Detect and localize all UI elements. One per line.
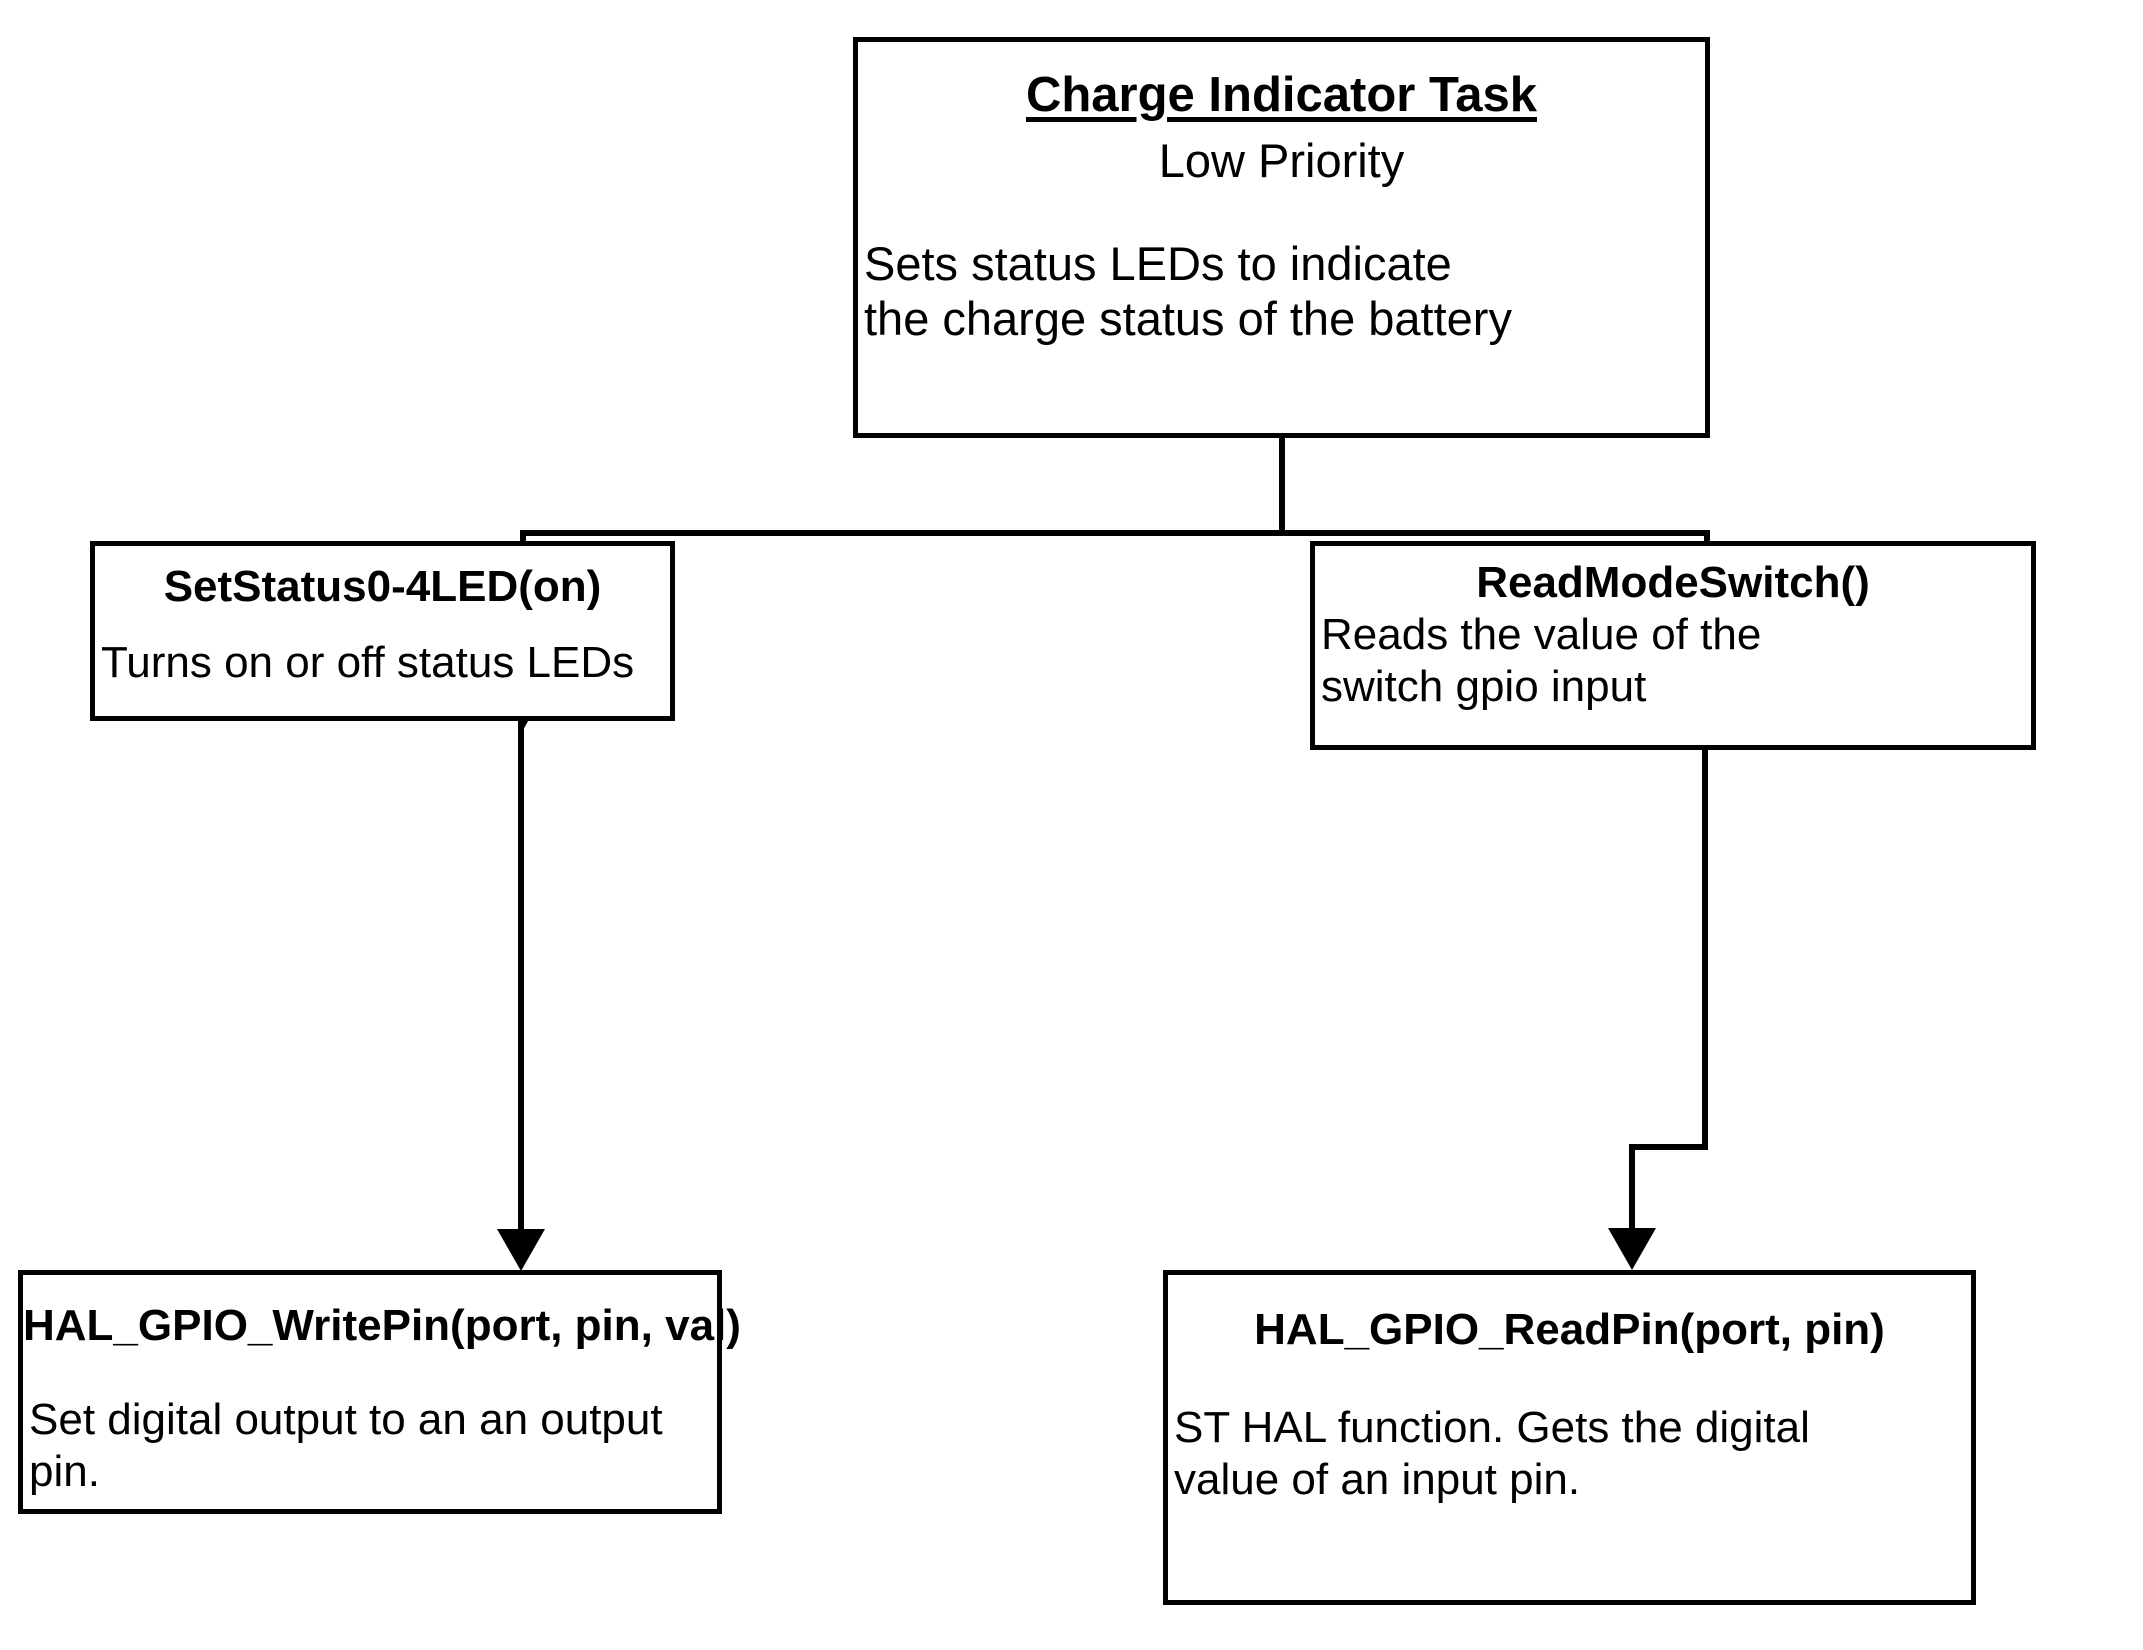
node-set-status-led-title: SetStatus0-4LED(on): [163, 562, 602, 611]
edge-readswitch-to-readpin-segment1: [1702, 750, 1708, 1150]
edge-setled-to-writepin: [518, 721, 524, 1233]
node-charge-indicator-task-subtitle: Low Priority: [1158, 133, 1405, 187]
edge-task-fan-bar: [520, 530, 1710, 536]
node-set-status-led-description: Turns on or off status LEDs: [101, 638, 635, 688]
node-read-mode-switch-title: ReadModeSwitch(): [1476, 558, 1870, 607]
node-read-mode-switch: ReadModeSwitch() Reads the value of the …: [1310, 541, 2036, 750]
node-hal-gpio-writepin-description: Set digital output to an an output pin.: [29, 1395, 663, 1497]
node-hal-gpio-readpin: HAL_GPIO_ReadPin(port, pin) ST HAL funct…: [1163, 1270, 1976, 1605]
edge-task-stem: [1279, 438, 1285, 533]
edge-readswitch-to-readpin-segment2: [1629, 1144, 1635, 1232]
node-hal-gpio-writepin-title: HAL_GPIO_WritePin(port, pin, val): [23, 1301, 741, 1350]
node-charge-indicator-task-title: Charge Indicator Task: [1025, 68, 1537, 122]
node-hal-gpio-readpin-description: ST HAL function. Gets the digital value …: [1174, 1403, 1810, 1505]
arrowhead-to-readpin-icon: [1608, 1228, 1656, 1270]
node-read-mode-switch-description: Reads the value of the switch gpio input: [1321, 610, 1762, 712]
node-charge-indicator-task-description: Sets status LEDs to indicate the charge …: [864, 236, 1512, 345]
node-charge-indicator-task: Charge Indicator Task Low Priority Sets …: [853, 37, 1710, 438]
arrowhead-to-writepin-icon: [497, 1229, 545, 1271]
edge-readswitch-to-readpin-jog: [1629, 1144, 1708, 1150]
node-hal-gpio-writepin: HAL_GPIO_WritePin(port, pin, val) Set di…: [18, 1270, 741, 1514]
node-hal-gpio-readpin-title: HAL_GPIO_ReadPin(port, pin): [1254, 1305, 1885, 1354]
node-set-status-led: SetStatus0-4LED(on) Turns on or off stat…: [90, 541, 675, 721]
